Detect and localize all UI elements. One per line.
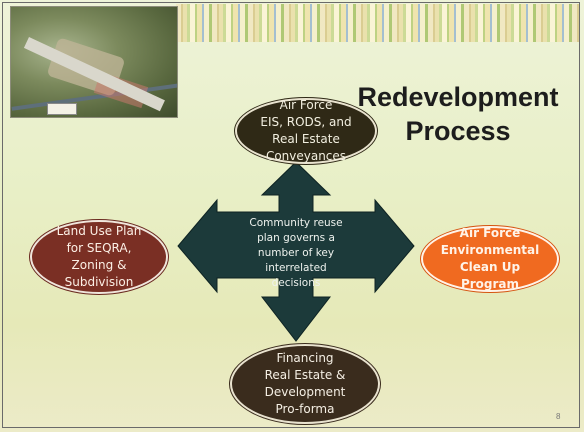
center-text: Community reuse plan governs a number of…	[249, 216, 343, 289]
oval-air-force-eis: Air Force EIS, RODS, and Real Estate Con…	[235, 98, 377, 164]
oval-right-label: Air Force Environmental Clean Up Program	[440, 226, 540, 291]
slide-title: Redevelopment Process	[350, 80, 566, 148]
four-way-arrow-shape	[177, 161, 415, 342]
center-text-box: Community reuse plan governs a number of…	[240, 208, 352, 298]
title-line-1: Redevelopment	[357, 82, 559, 112]
oval-environmental-cleanup: Air Force Environmental Clean Up Program	[421, 226, 559, 292]
oval-left-label: Land Use Plan for SEQRA, Zoning & Subdiv…	[56, 224, 142, 289]
title-line-2: Process	[405, 116, 511, 146]
oval-financing: Financing Real Estate & Development Pro-…	[230, 344, 380, 424]
aerial-legend	[47, 103, 77, 115]
page-number: 8	[556, 412, 561, 421]
oval-land-use-plan: Land Use Plan for SEQRA, Zoning & Subdiv…	[30, 220, 168, 294]
decorative-stripes	[176, 4, 580, 42]
aerial-photo	[10, 6, 178, 118]
oval-bottom-label: Financing Real Estate & Development Pro-…	[264, 351, 346, 416]
oval-top-label: Air Force EIS, RODS, and Real Estate Con…	[260, 98, 352, 163]
